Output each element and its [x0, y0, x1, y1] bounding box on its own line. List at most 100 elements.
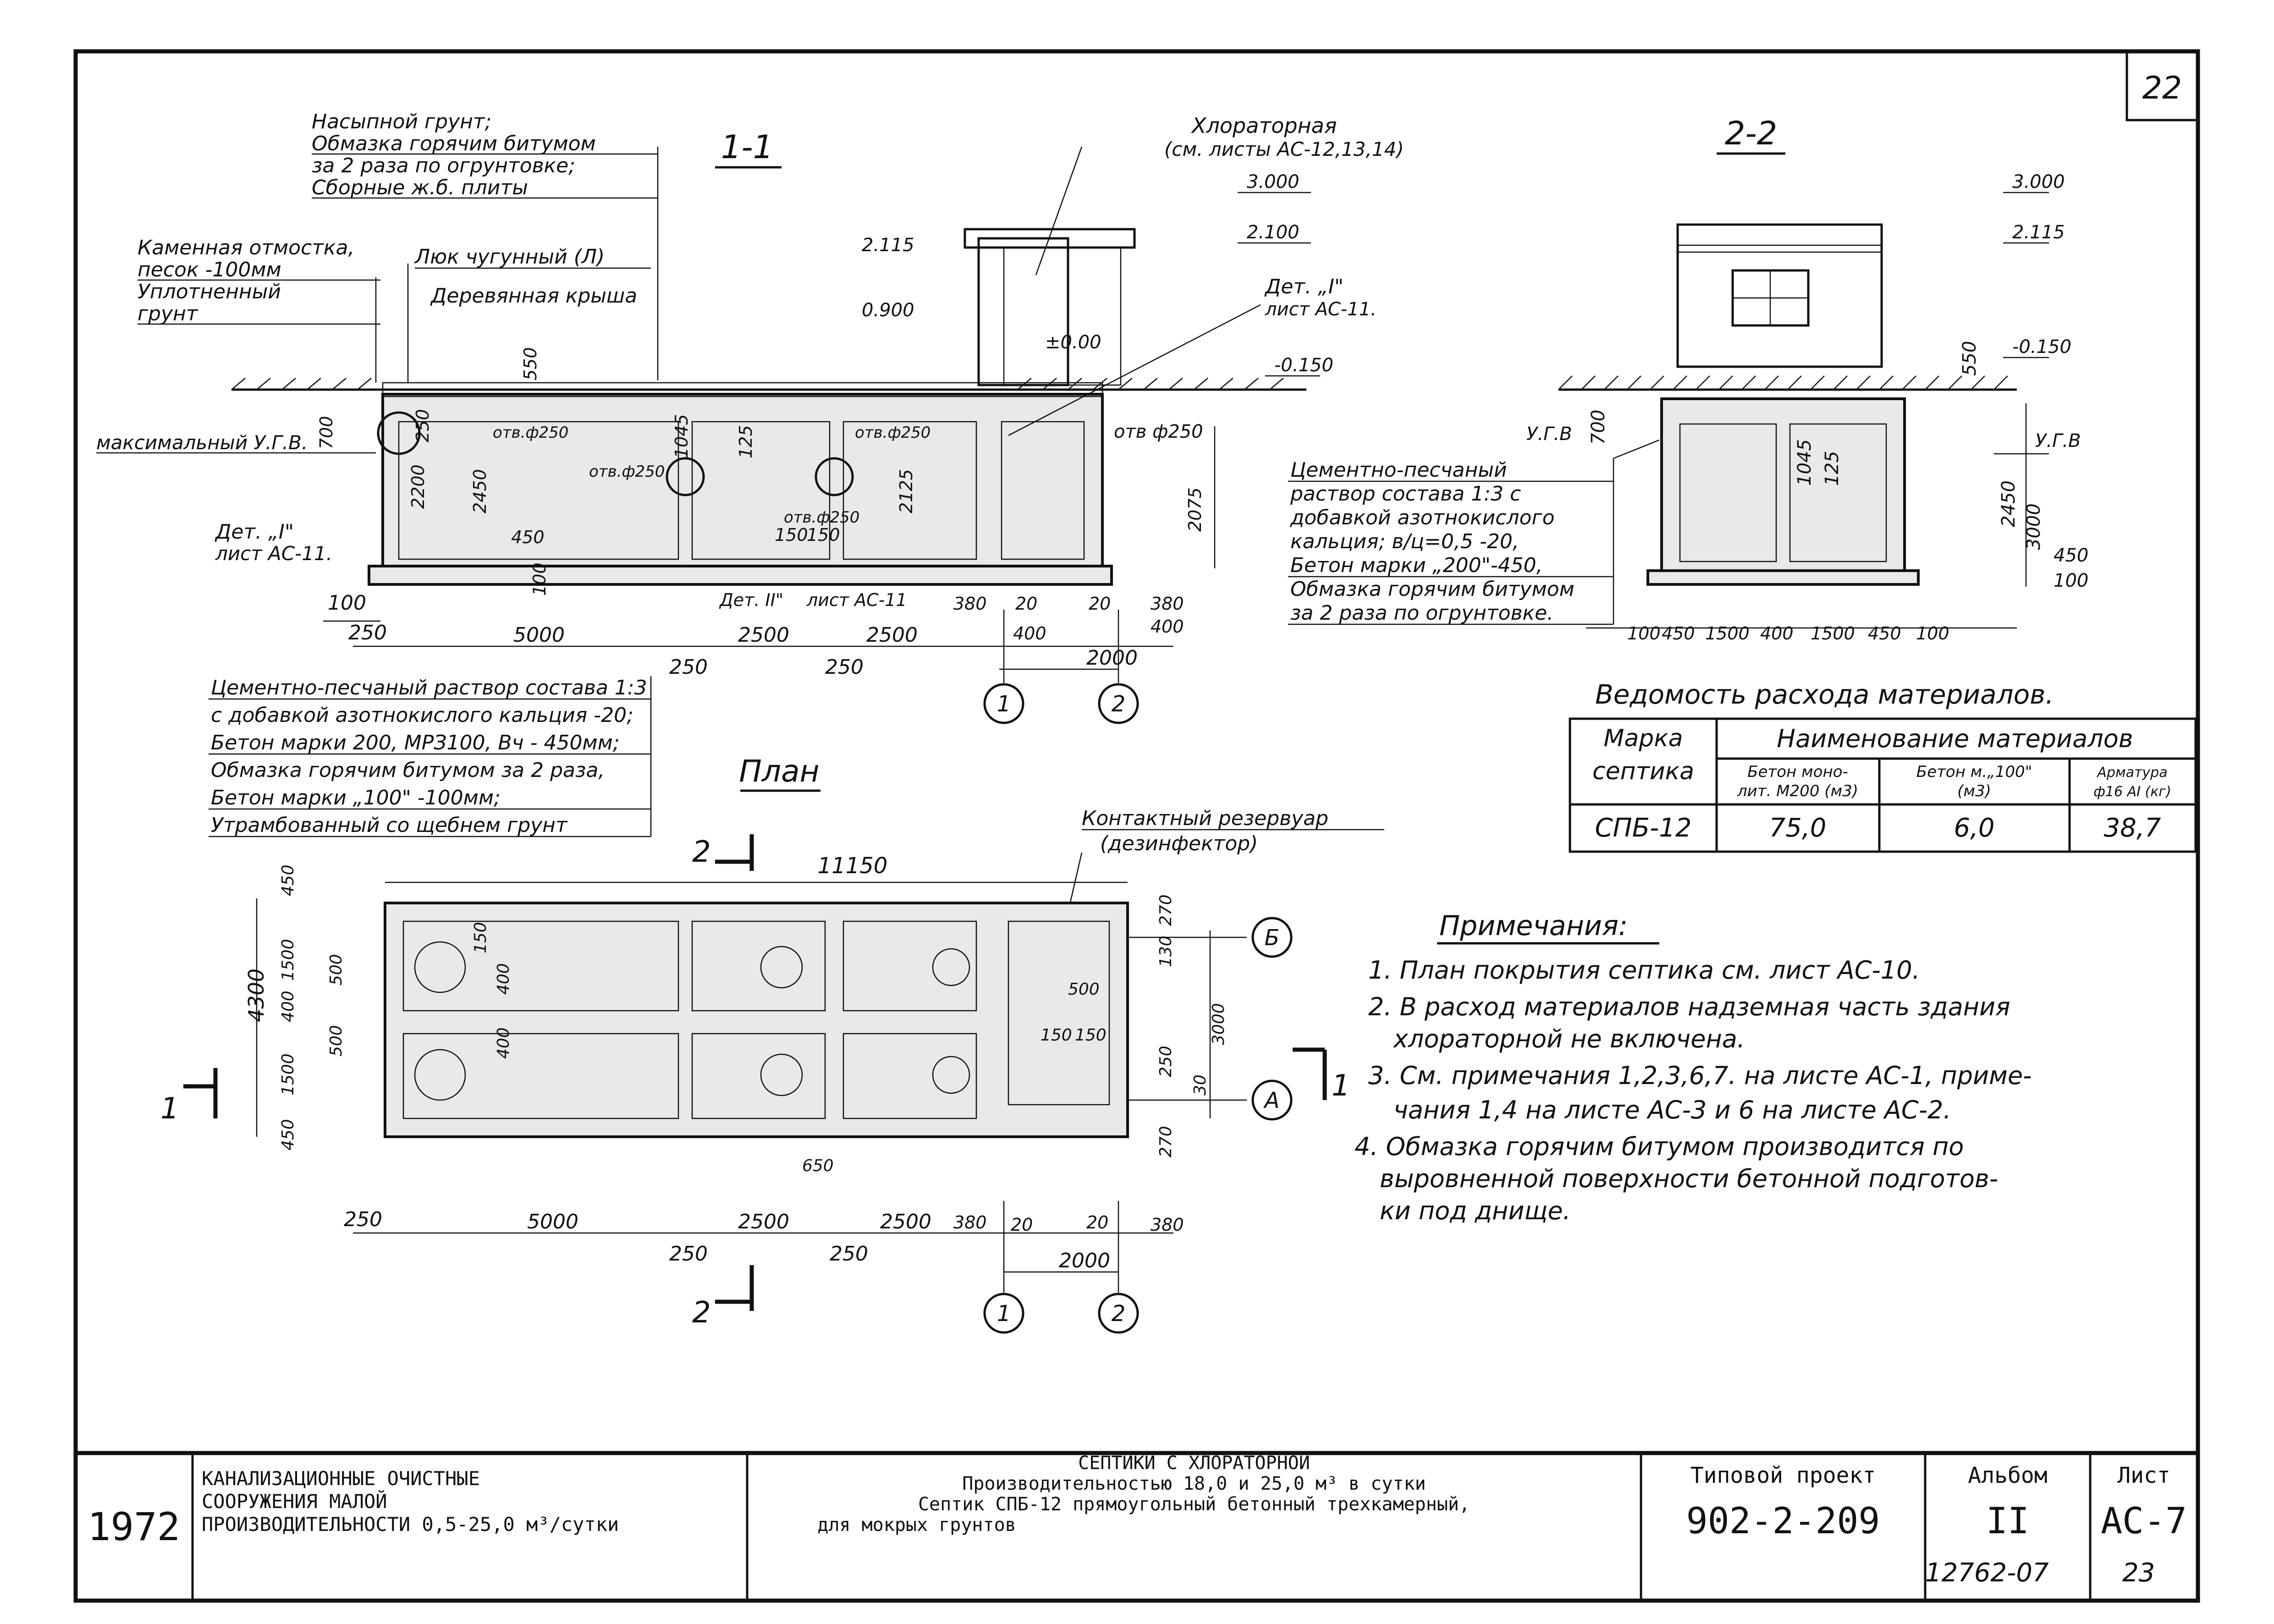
footer-code: 12762-07: [1925, 1558, 2049, 1588]
gwl-label: максимальный У.Г.В.: [96, 431, 308, 454]
table-subheader: Арматура: [2096, 765, 2167, 781]
dim: 380: [953, 594, 987, 614]
table-cell: 38,7: [2104, 813, 2161, 843]
note-line: 4. Обмазка горячим битумом производится …: [1354, 1132, 1964, 1161]
tank-cross-section: [1660, 397, 1906, 572]
layer-label: грунт: [138, 302, 198, 325]
dim: 250: [1156, 1046, 1175, 1077]
spec-line: добавкой азотнокислого: [1290, 506, 1555, 529]
layer-label: Насыпной грунт;: [312, 110, 491, 133]
dim: 2450: [1998, 480, 2019, 527]
dim: 1045: [1794, 439, 1815, 486]
dim: 1045: [672, 414, 692, 458]
detail-ref: лист АС-11: [806, 590, 907, 610]
dim: 400: [494, 1027, 513, 1059]
dim: 500: [327, 1025, 346, 1057]
dim: 100: [1916, 623, 1949, 644]
dim: 2500: [738, 623, 789, 647]
layer-label: за 2 раза по огрунтовке;: [312, 154, 575, 177]
dim: 2000: [1059, 1249, 1110, 1272]
axis-marker: Б: [1265, 925, 1280, 951]
album-number: II: [1986, 1501, 2029, 1542]
tank-plan: [384, 902, 1129, 1138]
title-line: Септик СПБ-12 прямоугольный бетонный тре…: [918, 1494, 1470, 1515]
title-line: Производительностью 18,0 и 25,0 м³ в сут…: [962, 1473, 1426, 1494]
chlorator-building: [977, 237, 1069, 386]
level-mark: У.Г.В: [2035, 430, 2081, 451]
dim: 1500: [279, 1053, 297, 1096]
dim: 450: [1662, 623, 1695, 644]
cut-marker: 2: [692, 1296, 711, 1330]
table-title: Ведомость расхода материалов.: [1595, 679, 2054, 710]
spec-line: Цементно-песчаный: [1290, 458, 1507, 482]
spec-line: за 2 раза по огрунтовке.: [1290, 601, 1553, 625]
axis-marker: 1: [997, 1301, 1011, 1327]
hole-label: отв ф250: [1114, 421, 1203, 442]
layer-label: Каменная отмостка,: [138, 236, 354, 259]
spec-line: Обмазка горячим битумом: [1290, 578, 1575, 601]
table-subheader: Бетон моно-: [1747, 763, 1848, 781]
dim: 20: [1015, 594, 1037, 614]
note-line: ки под днище.: [1380, 1196, 1571, 1225]
plan-title: План: [739, 754, 819, 789]
dim: 270: [1156, 1126, 1175, 1157]
layer-label: Сборные ж.б. плиты: [312, 176, 528, 199]
dim: 2000: [1086, 646, 1138, 670]
dim: 250: [669, 1242, 708, 1266]
dim: 100: [328, 591, 366, 615]
dim: 650: [802, 1156, 834, 1175]
dim: 150: [1041, 1026, 1072, 1045]
dim: 500: [1068, 980, 1100, 999]
cut-marker: 2: [692, 835, 711, 869]
year: 1972: [88, 1504, 180, 1549]
dim: 700: [316, 416, 336, 449]
title-line: для мокрых грунтов: [817, 1514, 1016, 1536]
spec-line: раствор состава 1:3 с: [1290, 482, 1521, 506]
dim: 250: [344, 1208, 382, 1231]
axis-marker: 2: [1112, 691, 1126, 717]
hole-label: отв.ф250: [589, 462, 665, 481]
level-mark: 3.000: [1247, 171, 1299, 193]
dim: 250: [830, 1242, 868, 1266]
axis-marker: 2: [1112, 1301, 1126, 1327]
dim: 400: [1013, 623, 1046, 644]
sheet-label: Лист: [2117, 1463, 2170, 1488]
dim: 150: [1075, 1026, 1107, 1045]
layer-label: Обмазка горячим битумом: [312, 132, 596, 155]
table-subheader: Бетон м.„100": [1916, 763, 2032, 781]
org-line: КАНАЛИЗАЦИОННЫЕ ОЧИСТНЫЕ: [202, 1467, 480, 1490]
cut-marker: 1: [160, 1092, 179, 1126]
dim: 2450: [470, 469, 490, 513]
dim: 400: [1760, 623, 1794, 644]
level-mark: 3.000: [2012, 171, 2065, 193]
dim: 130: [1156, 936, 1175, 967]
table-cell: 75,0: [1769, 813, 1827, 843]
dim: 20: [1011, 1215, 1033, 1235]
hole-label: отв.ф250: [493, 424, 568, 442]
bottom-spec: Цементно-песчаный раствор состава 1:3 с …: [209, 676, 652, 837]
reservoir-sub: (дезинфектор): [1100, 832, 1258, 855]
detail-ref: лист АС-11.: [215, 542, 332, 565]
note-line: 2. В расход материалов надземная часть з…: [1368, 992, 2010, 1021]
plan-view: План Контактный резервуар (дезинфектор) …: [160, 754, 1384, 1334]
materials-table: Ведомость расхода материалов. Марка септ…: [1569, 679, 2197, 853]
sheet-code: АС-7: [2101, 1501, 2187, 1542]
note-line: 3. См. примечания 1,2,3,6,7. на листе АС…: [1368, 1061, 2032, 1090]
dim: 2125: [896, 469, 916, 513]
axis-marker: 1: [997, 691, 1011, 717]
org-line: СООРУЖЕНИЯ МАЛОЙ: [202, 1490, 387, 1513]
table-header: Наименование материалов: [1777, 724, 2133, 753]
detail-label: Дет. „I": [1264, 275, 1343, 298]
dim: 450: [279, 1119, 297, 1151]
dim: 150: [807, 525, 840, 545]
detail-label: Дет. II": [719, 590, 783, 610]
dim: 550: [1959, 341, 1980, 376]
dim: 1500: [279, 939, 297, 981]
axis-marker: А: [1263, 1088, 1280, 1113]
dim: 100: [529, 562, 550, 596]
spec-line: с добавкой азотнокислого кальция -20;: [211, 704, 633, 727]
spec-line: Обмазка горячим битумом за 2 раза,: [211, 759, 605, 782]
dim: 1500: [1705, 623, 1750, 644]
level-mark: 2.115: [2012, 222, 2065, 243]
